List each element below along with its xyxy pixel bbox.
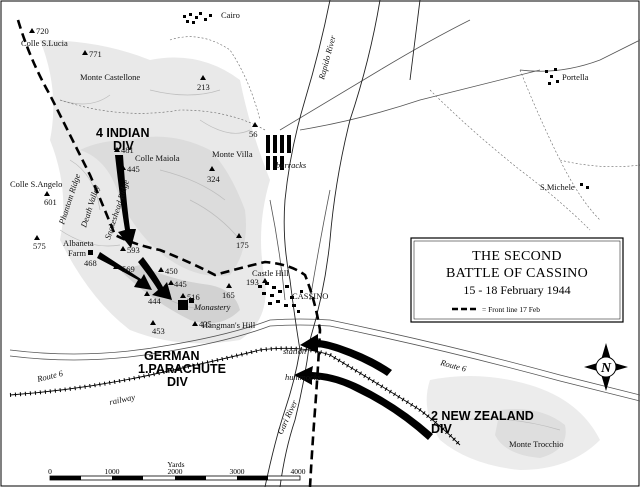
- scale-bar: Yards 0 1000 2000 3000 4000: [48, 460, 306, 481]
- roads: [9, 19, 640, 402]
- unit-german-line1: GERMAN: [144, 349, 200, 363]
- scale-unit: Yards: [167, 460, 184, 469]
- settlements: [183, 12, 589, 313]
- scale-tick-2000: 2000: [168, 467, 183, 476]
- label-monte-villa: Monte Villa: [212, 149, 253, 159]
- title-box: THE SECOND BATTLE OF CASSINO 15 - 18 Feb…: [410, 237, 624, 323]
- height-56: 56: [249, 129, 258, 139]
- label-monastery: Monastery: [193, 302, 231, 312]
- height-468: 468: [84, 258, 97, 268]
- label-colle-s-angelo: Colle S.Angelo: [10, 179, 62, 189]
- label-route-6-east: Route 6: [439, 357, 469, 374]
- attack-arrows: [97, 155, 433, 440]
- height-445-south: 445: [174, 279, 187, 289]
- label-route-6-west: Route 6: [35, 368, 65, 384]
- height-720: 720: [36, 26, 49, 36]
- label-cassino: CASSINO: [292, 291, 328, 301]
- scale-tick-0: 0: [48, 467, 52, 476]
- height-193: 193: [246, 277, 259, 287]
- label-station: station: [283, 346, 306, 356]
- height-569: 569: [122, 264, 135, 274]
- unit-nz-line1: 2 NEW ZEALAND: [431, 409, 534, 423]
- height-450: 450: [165, 266, 178, 276]
- barracks-block: [266, 135, 291, 170]
- label-hangmans-hill: Hangman's Hill: [202, 320, 256, 330]
- height-435: 435: [199, 319, 212, 329]
- height-593: 593: [127, 245, 140, 255]
- height-175: 175: [236, 240, 249, 250]
- label-farm: Farm: [68, 248, 86, 258]
- compass-north-letter: N: [600, 361, 612, 376]
- height-481: 481: [121, 145, 134, 155]
- title-line-2: BATTLE OF CASSINO: [446, 266, 588, 281]
- title-line-1: THE SECOND: [472, 249, 562, 264]
- label-colle-s-lucia: Colle S.Lucia: [21, 38, 68, 48]
- height-445-north: 445: [127, 164, 140, 174]
- height-213: 213: [197, 82, 210, 92]
- scale-tick-3000: 3000: [230, 467, 245, 476]
- contour-lines: [59, 89, 561, 431]
- height-453: 453: [152, 326, 165, 336]
- height-601: 601: [44, 197, 57, 207]
- height-165: 165: [222, 290, 235, 300]
- scale-tick-1000: 1000: [105, 467, 120, 476]
- unit-german-line2: 1.PARACHUTE: [138, 362, 226, 376]
- label-albaneta: Albaneta: [63, 238, 94, 248]
- north-compass: N: [584, 343, 628, 391]
- label-railway: railway: [108, 392, 136, 407]
- height-444: 444: [148, 296, 162, 306]
- scale-tick-4000: 4000: [291, 467, 306, 476]
- tracks: [59, 36, 640, 231]
- label-castle-hill: Castle Hill: [252, 268, 289, 278]
- title-dates: 15 - 18 February 1944: [463, 283, 570, 297]
- front-line: [16, 19, 322, 487]
- label-monte-trocchio: Monte Trocchio: [509, 439, 564, 449]
- label-colle-maiola: Colle Maiola: [135, 153, 180, 163]
- label-s-michele: S.Michele: [540, 182, 575, 192]
- label-cairo: Cairo: [221, 10, 240, 20]
- height-324: 324: [207, 174, 221, 184]
- height-575: 575: [33, 241, 46, 251]
- height-771: 771: [89, 49, 102, 59]
- label-monte-castellone: Monte Castellone: [80, 72, 140, 82]
- unit-nz-line2: DIV: [431, 422, 453, 436]
- label-portella: Portella: [562, 72, 589, 82]
- height-516: 516: [187, 292, 200, 302]
- monastery-building: [178, 298, 194, 310]
- label-hummocks: hummocks: [285, 372, 322, 382]
- legend-front-line-label: = Front line 17 Feb: [482, 305, 540, 314]
- albaneta-farm-building: [88, 250, 93, 255]
- label-rapido-river: Rapido River: [316, 34, 338, 82]
- railway-line: [9, 346, 462, 447]
- unit-4-indian-line2: DIV: [113, 139, 135, 153]
- height-markers: [29, 28, 268, 326]
- unit-4-indian-line1: 4 INDIAN: [96, 126, 149, 140]
- label-barracks: barracks: [276, 160, 307, 170]
- unit-german-line3: DIV: [167, 375, 189, 389]
